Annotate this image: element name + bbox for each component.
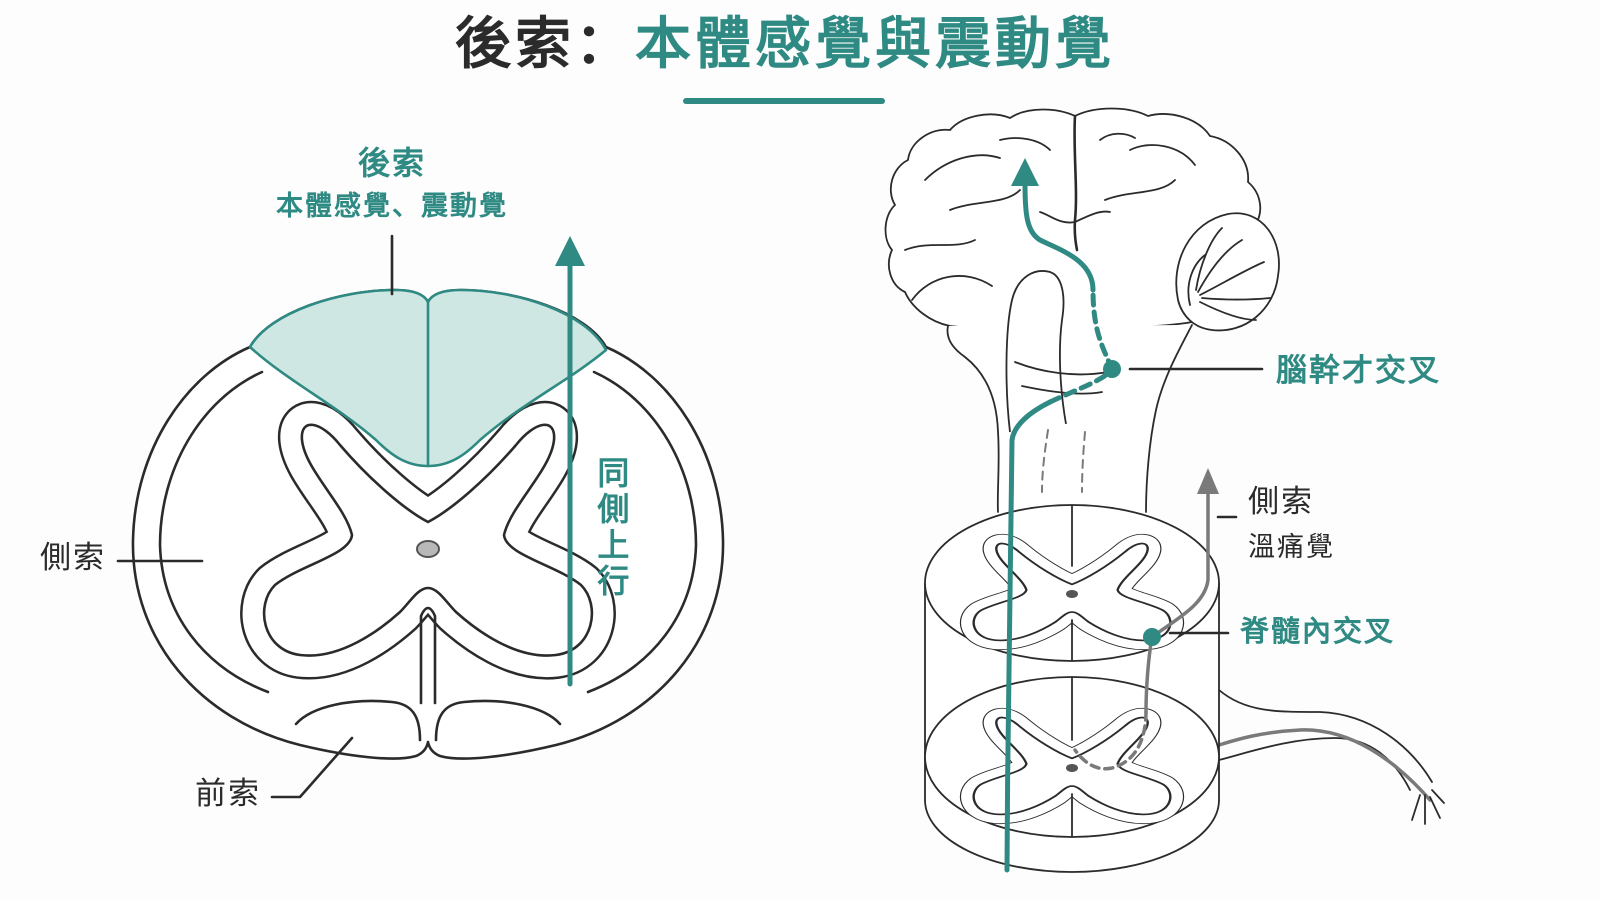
anterior-column-label: 前索 [195,776,261,812]
lateral-column-label: 側索 [40,540,106,576]
lateral-funiculus-inner-line-left [158,370,270,694]
brainstem-right-edge [1145,324,1193,513]
cerebellum-outline [1175,212,1280,332]
cylinder-bottom-edge [924,799,1220,873]
brainstem-left-edge [946,325,1000,513]
sensory-fiber [1217,728,1432,802]
brain-illustration [884,107,1280,513]
title-highlight: 本體感覺與震動覺 [635,12,1115,77]
pain-temperature-label: 溫痛覺 [1248,532,1335,563]
spinal-cord-cylinder [924,504,1220,873]
anterior-funiculus-lobe-left [294,699,422,742]
dorsal-column-label: 後索 [357,144,427,182]
spinal-decussation-dot [1143,628,1161,646]
ipsilateral-ascend-label: 同側上行 [592,456,631,600]
fissure-branch-right [1074,210,1111,223]
medulla-dashed-line-right [1081,431,1086,493]
dorsal-column-crossing [1047,367,1115,405]
ventral-label-leader [270,736,354,799]
spinal-nerve-root [1217,689,1445,825]
anterior-funiculus-lobe-right [434,699,562,742]
pons-line-upper [1014,361,1109,376]
spinothalamic-dashed-crossing [1073,710,1148,771]
medulla-dashed-line-left [1041,429,1049,493]
brainstem-decussation-dot [1103,360,1121,378]
dorsal-column-upper [1022,181,1096,293]
anterior-median-fissure [419,606,437,705]
spinothalamic-ascending [1150,492,1210,639]
cerebellum-folia [1187,227,1271,321]
cerebrum-gyri [904,132,1196,301]
ascending-arrow-head [555,236,585,266]
fissure-branch-left [1039,211,1076,224]
page-title: 後索：本體感覺與震動覺 [0,10,1570,80]
dorsal-column-sublabel: 本體感覺、震動覺 [276,191,508,222]
spinothalamic-arrow-head [1197,468,1219,494]
title-prefix: 後索： [455,12,635,77]
central-canal [416,540,440,558]
brainstem-fill [947,325,1192,512]
dorsal-column-arrow-head [1011,158,1039,186]
longitudinal-fissure [1073,114,1079,252]
brainstem-decussation-label: 腦幹才交叉 [1276,353,1441,389]
lateral-funiculus-inner-line-right [586,370,698,694]
lower-central-canal [1066,764,1078,772]
spinal-cord-cross-section [131,288,725,760]
spinal-decussation-label: 脊髓內交叉 [1240,614,1396,648]
dorsal-column-lower [1004,399,1053,873]
right-lateral-column-label: 側索 [1248,484,1314,520]
pons-line-lower [1021,385,1103,395]
upper-central-canal [1066,590,1078,598]
